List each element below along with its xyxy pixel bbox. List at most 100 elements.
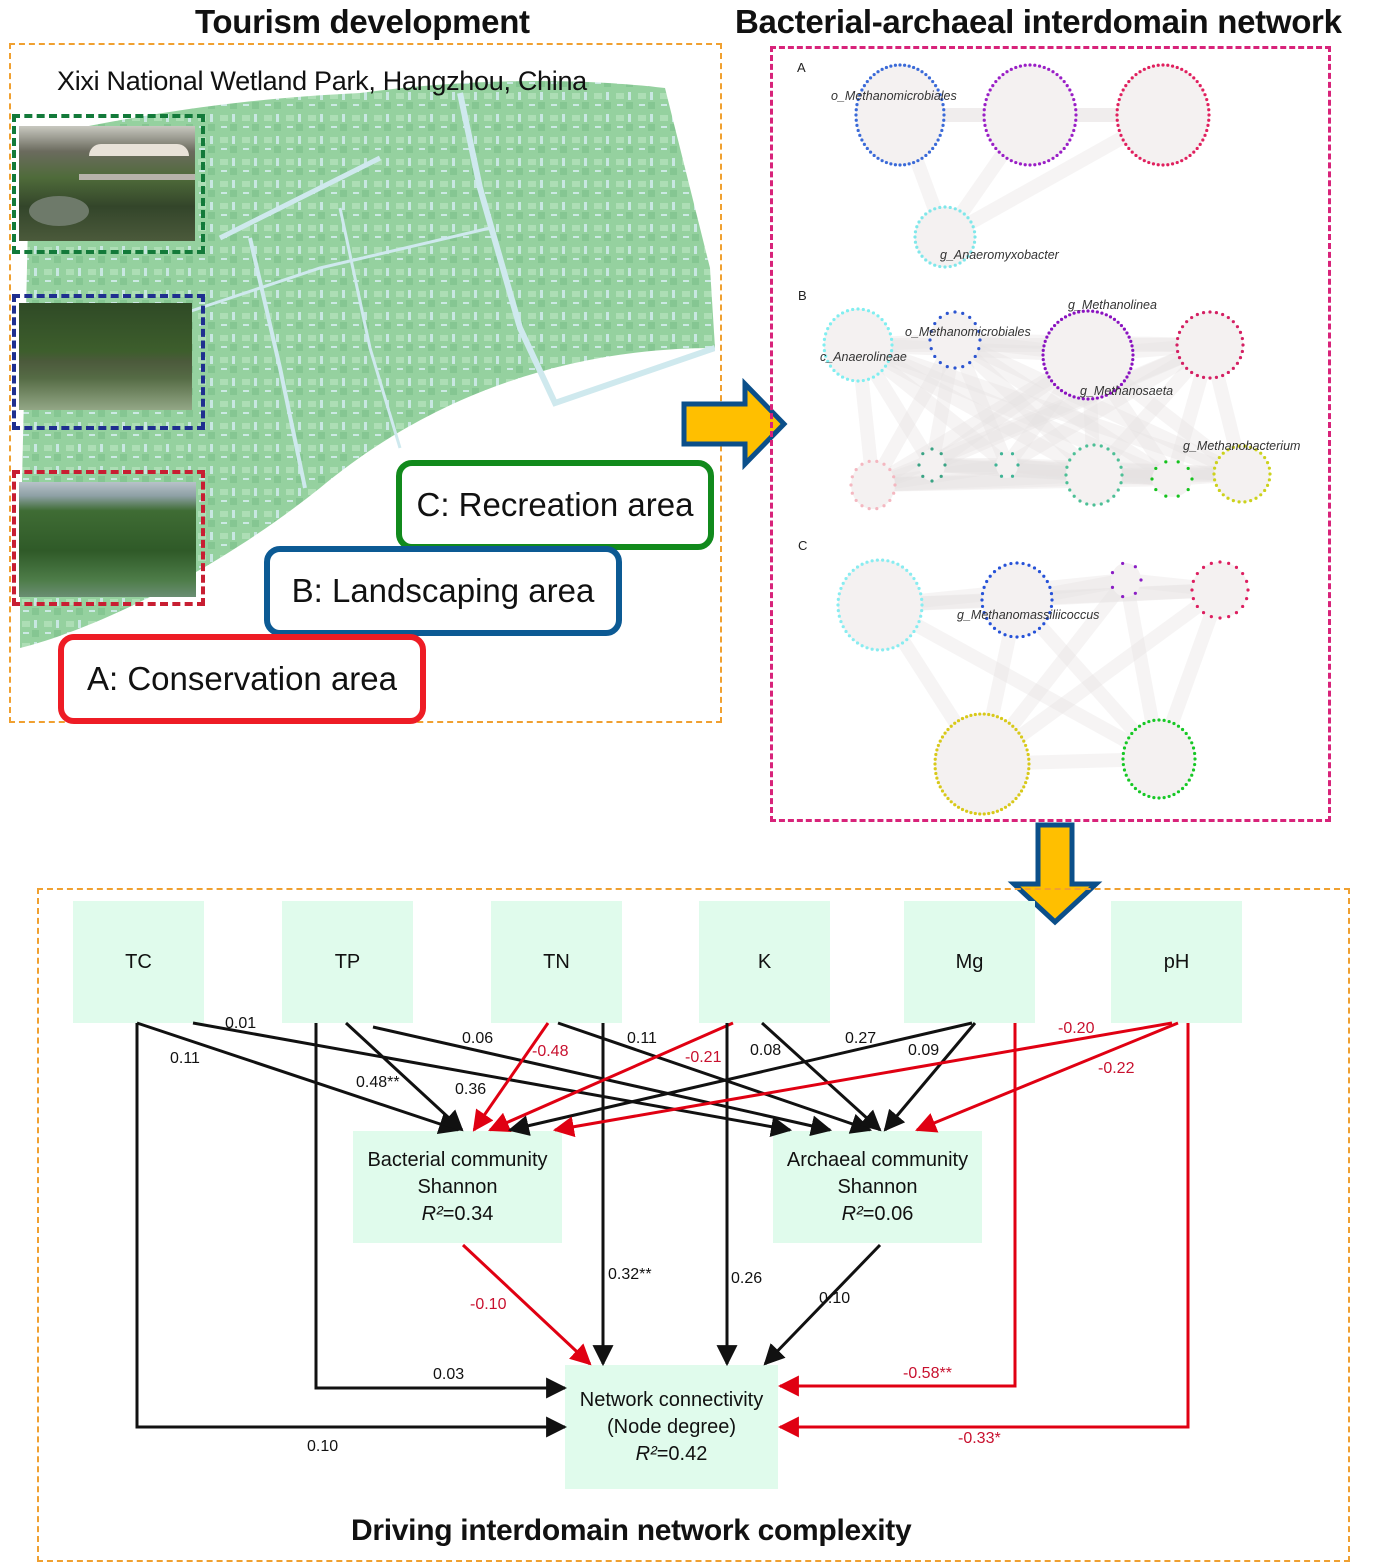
network-node — [889, 64, 893, 68]
network-node — [1191, 768, 1196, 772]
network-node — [1227, 615, 1231, 619]
network-node — [1015, 635, 1019, 639]
network-node — [1125, 331, 1129, 335]
network-node — [1041, 357, 1045, 362]
network-node — [1117, 128, 1121, 133]
network-node — [931, 146, 935, 151]
network-node — [1068, 313, 1072, 317]
network-node — [1192, 150, 1196, 154]
network-node — [1147, 719, 1151, 724]
network-node — [880, 159, 884, 163]
network-node — [1152, 718, 1156, 722]
network-node — [1042, 160, 1046, 165]
network-node — [858, 93, 862, 97]
network-node — [855, 103, 859, 107]
network-node — [1217, 488, 1221, 493]
network-node — [1207, 118, 1211, 122]
network-node — [943, 793, 947, 797]
network-node — [941, 103, 945, 107]
network-node — [1104, 393, 1108, 397]
network-node — [837, 614, 841, 618]
network-node — [1190, 477, 1194, 481]
network-node — [875, 507, 879, 511]
network-node — [1192, 76, 1196, 80]
network-node — [1026, 752, 1030, 757]
network-node — [1193, 757, 1197, 761]
network-node — [889, 349, 894, 353]
network-module — [1115, 63, 1211, 167]
network-module-fill — [915, 207, 975, 267]
network-node — [1100, 311, 1104, 315]
network-node — [978, 712, 982, 716]
network-node — [991, 84, 995, 88]
network-node — [1184, 782, 1188, 787]
network-node — [997, 566, 1002, 570]
area-c-label: C: Recreation area — [396, 460, 714, 550]
network-node — [1241, 571, 1245, 576]
network-node — [1226, 315, 1230, 320]
network-module — [1190, 560, 1250, 620]
network-node — [942, 108, 946, 112]
network-node — [920, 216, 924, 220]
network-node — [1127, 371, 1131, 375]
network-node — [1259, 493, 1263, 497]
network-module — [1150, 460, 1194, 498]
network-node — [915, 581, 919, 585]
network-node — [1187, 778, 1191, 782]
network-node — [1151, 162, 1156, 166]
network-node — [1019, 789, 1024, 793]
network-node — [1091, 309, 1095, 313]
network-node — [943, 731, 947, 735]
network-node — [936, 138, 940, 142]
network-node — [1218, 560, 1222, 564]
network-node — [1157, 796, 1161, 800]
network-node — [1147, 65, 1151, 70]
network-node — [1003, 719, 1008, 723]
network-node — [1121, 762, 1125, 767]
network-node — [875, 558, 879, 562]
network-node — [1176, 790, 1181, 794]
network-node — [867, 507, 871, 511]
network-node — [962, 258, 966, 262]
network-node — [893, 483, 897, 487]
network-node — [1072, 97, 1076, 102]
network-node — [1095, 310, 1099, 314]
path-arrow-k-to-arch — [760, 1021, 882, 1132]
network-node — [1001, 153, 1005, 158]
network-module-fill — [935, 714, 1029, 814]
network-node — [933, 263, 937, 267]
network-node — [961, 311, 965, 315]
network-node — [836, 314, 840, 318]
network-node — [1227, 561, 1231, 565]
network-node — [1092, 443, 1096, 447]
network-node — [1041, 353, 1045, 357]
network-edge-bundle — [872, 468, 1095, 492]
network-node — [1049, 604, 1054, 609]
network-node — [982, 108, 986, 112]
network-node — [1131, 348, 1135, 353]
tourism-title: Tourism development — [195, 3, 530, 40]
network-node — [943, 205, 947, 209]
network-node — [920, 156, 924, 160]
sem-title: Driving interdomain network complexity — [351, 1514, 912, 1547]
network-node — [982, 113, 986, 117]
network-node — [1176, 349, 1180, 354]
network-node — [1185, 320, 1189, 324]
network-node — [1072, 395, 1076, 399]
sem-panel-frame — [37, 888, 1350, 1562]
network-node — [966, 254, 970, 258]
r2-value: =0.42 — [656, 1442, 708, 1465]
network-node — [994, 79, 998, 84]
network-node — [919, 592, 923, 596]
network-node — [1267, 478, 1271, 482]
path-arrow-tp-to-net — [314, 1023, 568, 1399]
network-node — [940, 128, 944, 133]
network-node — [865, 79, 869, 84]
network-node — [1121, 561, 1125, 566]
path-coefficient: -0.33* — [958, 1430, 1001, 1447]
network-node — [934, 771, 938, 776]
network-node — [1086, 309, 1090, 313]
network-node — [1063, 315, 1068, 319]
network-node — [1240, 349, 1244, 354]
network-node — [973, 712, 977, 717]
